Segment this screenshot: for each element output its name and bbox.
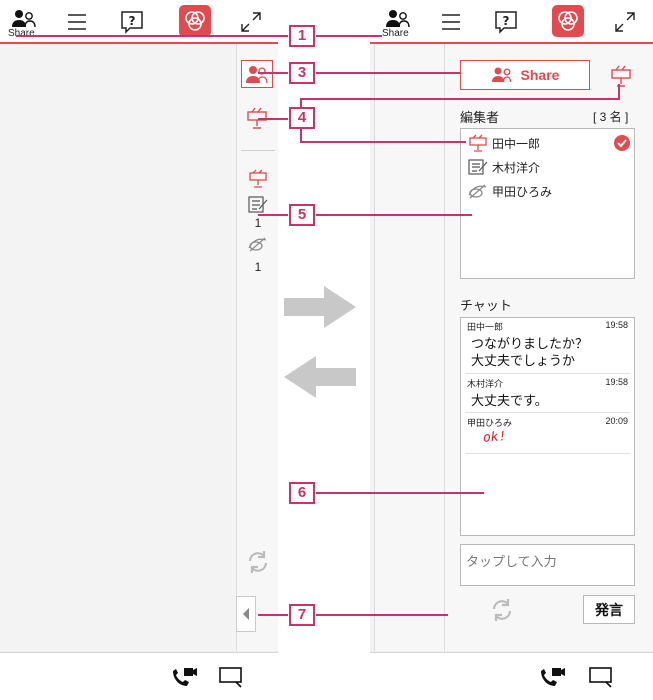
callout-line-1-left <box>16 35 288 37</box>
arrow-left-icon <box>284 356 356 398</box>
share-button[interactable]: Share <box>460 60 590 90</box>
editors-label: 編集者 <box>460 110 500 125</box>
chat-label: チャット <box>460 298 512 313</box>
chat-time: 20:09 <box>605 416 628 426</box>
editor-name: 甲田ひろみ <box>492 184 553 199</box>
callout-3: 3 <box>289 62 315 84</box>
right-top-toolbar: Share ? <box>370 0 653 44</box>
share-users-icon <box>491 67 511 83</box>
expand-icon[interactable] <box>236 7 266 37</box>
editor-icon <box>468 159 488 175</box>
help-icon[interactable]: ? <box>117 7 147 37</box>
collapse-panel-button[interactable] <box>236 596 256 632</box>
share-caption[interactable]: Share <box>8 28 35 39</box>
chat-message: 木村洋介 19:58 大丈夫です。 <box>465 375 630 413</box>
sync-icon[interactable] <box>490 598 514 622</box>
help-icon[interactable]: ? <box>491 7 521 37</box>
callout-line-1-right <box>316 35 382 37</box>
presenter-podium-icon[interactable] <box>245 106 269 130</box>
svg-text:?: ? <box>503 14 510 28</box>
callout-line-4-up <box>618 84 620 100</box>
viewer-icon <box>468 184 487 199</box>
chat-time: 19:58 <box>605 320 628 330</box>
chat-text: 大丈夫です。 <box>471 393 548 408</box>
callout-7: 7 <box>289 604 315 626</box>
app-logo[interactable] <box>552 5 584 37</box>
callout-5: 5 <box>289 204 315 226</box>
presenter-podium-icon[interactable] <box>609 64 633 88</box>
callout-line-3-left <box>258 72 288 74</box>
share-button-label: Share <box>520 67 560 83</box>
left-side-strip: 1 1 <box>236 44 278 651</box>
share-users-toggle[interactable] <box>241 60 273 88</box>
check-icon <box>614 135 630 151</box>
callout-6: 6 <box>289 482 315 504</box>
presenter-icon <box>469 134 487 152</box>
editors-count: [ 3 名 ] <box>593 110 629 124</box>
editor-row-editor[interactable]: 木村洋介 <box>467 156 540 178</box>
left-top-toolbar: Share ? <box>0 0 278 44</box>
chat-author: 甲田ひろみ <box>467 418 513 428</box>
callout-line-5-left <box>258 214 288 216</box>
editor-name: 田中一郎 <box>492 136 541 151</box>
strip-divider <box>241 150 275 151</box>
viewer-count: 1 <box>254 260 262 274</box>
chat-window-icon[interactable] <box>218 666 244 688</box>
share-caption[interactable]: Share <box>382 28 409 39</box>
callout-line-7-right <box>316 614 448 616</box>
chat-author: 田中一郎 <box>467 322 504 332</box>
chat-author: 木村洋介 <box>467 379 504 389</box>
callout-1: 1 <box>289 25 315 47</box>
chat-text: 大丈夫でしょうか <box>471 353 576 368</box>
callout-line-5-right <box>316 214 472 216</box>
left-bottom-bar <box>0 652 278 700</box>
menu-icon[interactable] <box>62 7 92 37</box>
menu-icon[interactable] <box>436 7 466 37</box>
share-users-icon[interactable] <box>8 4 38 34</box>
chat-input[interactable]: タップして入力 <box>460 544 635 586</box>
send-button[interactable]: 発言 <box>583 595 635 624</box>
callout-line-4-top <box>300 98 620 100</box>
left-screen: Share ? 1 1 <box>0 0 278 700</box>
chat-message: 田中一郎 19:58 つながりましたか？ 大丈夫でしょうか <box>465 318 630 374</box>
right-whiteboard-edge[interactable] <box>370 44 374 651</box>
presenter-icon <box>247 168 269 188</box>
callout-line-4-left <box>258 118 288 120</box>
callout-line-3-right <box>316 72 460 74</box>
chat-text: つながりましたか？ <box>471 336 589 351</box>
editors-list: 田中一郎 木村洋介 甲田ひろみ <box>460 128 635 279</box>
editor-icon <box>247 194 269 214</box>
video-call-icon[interactable] <box>538 665 566 689</box>
svg-text:?: ? <box>129 14 136 28</box>
callout-line-7-left <box>258 614 288 616</box>
chat-window-icon[interactable] <box>588 666 614 688</box>
share-side-panel: Share 編集者 [ 3 名 ] 田中一郎 木村洋介 甲田ひろみ チャ <box>444 44 653 651</box>
app-logo[interactable] <box>179 5 211 37</box>
right-bottom-bar <box>370 652 653 700</box>
callout-4: 4 <box>289 107 315 129</box>
editor-row-viewer[interactable]: 甲田ひろみ <box>467 180 552 202</box>
right-side-strip <box>374 44 444 651</box>
share-users-icon[interactable] <box>382 4 412 34</box>
editor-name: 木村洋介 <box>492 160 541 175</box>
chat-time: 19:58 <box>605 377 628 387</box>
sync-icon[interactable] <box>246 550 270 574</box>
chat-input-placeholder: タップして入力 <box>466 554 557 569</box>
right-screen: Share ? Share 編集者 [ 3 名 ] <box>370 0 653 700</box>
viewer-icon <box>247 234 269 254</box>
callout-line-6 <box>316 492 484 494</box>
callout-line-4-bottom <box>300 141 466 143</box>
arrow-right-icon <box>284 286 356 328</box>
editor-count: 1 <box>254 216 262 230</box>
expand-icon[interactable] <box>610 7 640 37</box>
editor-row-presenter[interactable]: 田中一郎 <box>467 132 540 154</box>
video-call-icon[interactable] <box>170 665 198 689</box>
chat-log[interactable]: 田中一郎 19:58 つながりましたか？ 大丈夫でしょうか 木村洋介 19:58 大丈… <box>460 317 635 536</box>
left-whiteboard-area[interactable] <box>0 44 236 651</box>
